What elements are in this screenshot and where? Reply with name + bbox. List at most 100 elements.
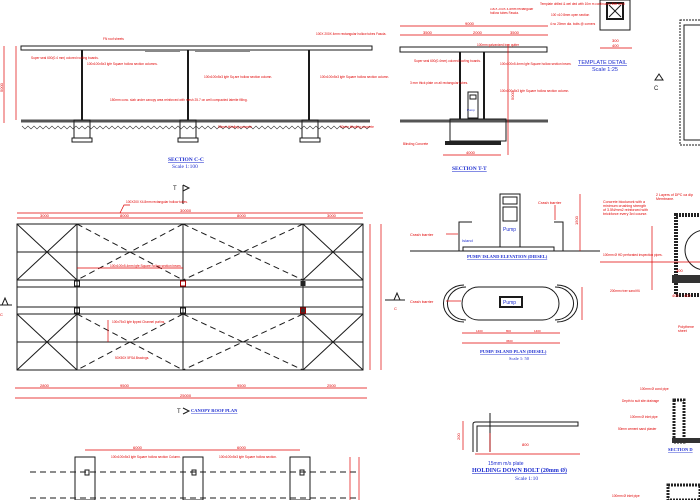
- bracing: [16, 223, 364, 371]
- pump-plan: [499, 296, 523, 308]
- note: Depth to suit site drainage: [622, 399, 659, 403]
- crash-barrier-label: Crash barrier: [538, 200, 562, 205]
- note: 200mm river sand fill.: [610, 289, 640, 293]
- dimension-label: 200: [456, 433, 461, 440]
- holding-down-bolt: 800 200 15mm m/s plate HOLDING DOWN BOLT…: [456, 413, 580, 482]
- note: 100mm Ø cond pipe: [640, 387, 669, 391]
- pump: [467, 91, 479, 119]
- note: 3 mm thick plate on all rectangular tube…: [410, 81, 468, 85]
- detail-title: HOLDING DOWN BOLT (20mm Ø): [472, 467, 567, 474]
- section-mark: C: [0, 312, 3, 317]
- plate-label: 15mm m/s plate: [488, 461, 524, 467]
- pump-elevation: [499, 193, 521, 248]
- dimension-label: 300: [676, 268, 683, 273]
- dimension-label: 9500: [237, 383, 247, 388]
- section-title: SECTION D: [668, 447, 693, 452]
- dimension-label: 400: [612, 43, 619, 48]
- section-title: SECTION T-T: [452, 166, 487, 172]
- note: 50X50X 5FSA Bracings.: [115, 356, 149, 360]
- section-c-c: 5000 FN roof sheets Super seal 600(0.4 m…: [0, 32, 389, 170]
- note: 100mm Ø HD perforated inspection pipes.: [603, 253, 663, 257]
- dimension-label: 9500: [120, 383, 130, 388]
- section-mark: C: [654, 86, 659, 92]
- note: 100x100x5x3 lgfe Square hollow section c…: [87, 62, 158, 66]
- plan-title: PUMP/ ISLAND PLAN (DIESEL): [480, 349, 547, 354]
- note: 100x75x3 lgfe lipped Channel purlins.: [112, 320, 165, 324]
- note: 100X200 X4.8mm rectangular hollow tubes.: [126, 200, 188, 204]
- column-marker: [74, 280, 80, 287]
- dimension-label: 1500: [574, 215, 579, 225]
- note: 50mm blinding concrete: [340, 125, 374, 129]
- bolt-shape: [472, 421, 579, 452]
- note: Polythene sheet: [678, 325, 694, 334]
- note: 4 no 20mm dia. bolts @ corners: [550, 22, 596, 26]
- note: 100mm Ø inlet pipe: [612, 494, 640, 498]
- footing: [301, 119, 319, 139]
- dimension-label: 300: [612, 38, 619, 43]
- note: 100X 200X 4.8mm rectangular hollow tubes…: [490, 8, 534, 15]
- bottom-section: 6000 6000 100x100x5x3 lgfe Square hollow…: [30, 445, 360, 500]
- section-d: Depth to suit site drainage 100mm Ø inle…: [612, 387, 700, 500]
- pump-label: Pump: [503, 227, 516, 233]
- note: 50mm blinding concrete: [218, 125, 252, 129]
- note: Blinding Concrete: [403, 142, 428, 146]
- dimension-label: 400: [684, 293, 691, 298]
- note: 100 x10 8mm open section: [551, 13, 590, 17]
- dimension-label: 8000: [237, 213, 247, 218]
- dimension-label: 8000: [120, 213, 130, 218]
- dimension-label: 25000: [180, 393, 192, 398]
- island-outline: [461, 286, 560, 321]
- section-mark: T: [173, 186, 177, 192]
- note: 100mm galvanized iron gutter: [477, 43, 520, 47]
- section-mark: C: [394, 306, 397, 311]
- pump-island-elevation: Pump Island Crash barrier Crash barrier …: [410, 193, 600, 259]
- dimension-label: 2500: [327, 383, 337, 388]
- note: 50mm cement sand plaster: [618, 427, 657, 431]
- detail-title: TEMPLATE DETAIL: [578, 60, 627, 66]
- dimension-label: 30000: [180, 208, 192, 213]
- note: 100X 200X 4mm rectangular hollow tubes F…: [316, 32, 386, 36]
- section-title: SECTION C-C: [168, 157, 204, 163]
- canopy-roof-plan: T 30000 3000 8000 8000 3000 100X200 X4.8…: [0, 184, 405, 415]
- plan-scale: Scale 1: 50: [509, 356, 530, 361]
- pump-island-plan: Pump Crash barrier 1400 800 1400 3600 PU…: [410, 284, 583, 361]
- section-mark: T: [177, 409, 181, 415]
- detail-scale: Scale 1:25: [592, 67, 618, 73]
- detail-scale: Scale 1:10: [515, 476, 538, 482]
- dimension-label: 6000: [237, 445, 247, 450]
- footing: [73, 119, 91, 139]
- soakaway-detail: 2 Layers of DPC ca dip Membrane. Concret…: [600, 193, 700, 334]
- dimension-label: 3000: [327, 213, 337, 218]
- note: Template drilled & wel ded with 10m m co…: [540, 2, 625, 6]
- dimension-label: 1400: [534, 329, 541, 333]
- note: FN roof sheets: [103, 37, 124, 41]
- dimension-label: 3000: [40, 213, 50, 218]
- roof-sheet: [20, 45, 373, 51]
- crash-barrier-label: Crash barrier: [410, 299, 434, 304]
- note: 100x100x5x3 lgfe Square hollow section C…: [111, 455, 181, 459]
- note: 100x100x5x3 lgfe Square hollow section c…: [500, 89, 569, 93]
- note: 100x100x5.4mm lgfe Square hollow section…: [110, 264, 182, 268]
- dimension-label: 5000: [510, 90, 515, 100]
- dimension-label: 9000: [465, 21, 475, 26]
- dimension-label: 800: [522, 442, 529, 447]
- dimension-label: 800: [506, 329, 511, 333]
- plan-title: CANOPY ROOF PLAN: [191, 408, 238, 413]
- dimension-label: 3500: [423, 30, 433, 35]
- note: 100x100x5x3 lgfe Sq are hollow section c…: [204, 75, 272, 79]
- elevation-title: PUMP/ ISLAND ELEVATION (DIESEL): [467, 254, 548, 259]
- footing: [179, 119, 197, 139]
- dimension-label: 400: [672, 293, 679, 298]
- dimension-label: 2000: [473, 30, 483, 35]
- dimension-label: 4000: [466, 150, 476, 155]
- section-t-t: 9000 3500 2000 3500 Pump 4000 5000 100X …: [399, 8, 572, 172]
- dimension-label: 1400: [476, 329, 483, 333]
- template-detail: 300 400 Template drilled & wel ded with …: [540, 0, 700, 146]
- dimension-label: 5000: [0, 82, 4, 92]
- note: 150mm conc. slab under canopy area reinf…: [110, 98, 248, 102]
- note: 100x100x5.4mm lgfe Square hollow section…: [500, 62, 572, 66]
- section-scale: Scale 1:100: [172, 164, 198, 170]
- crash-barrier-label: Crash barrier: [410, 232, 434, 237]
- dimension-label: 3500: [510, 30, 520, 35]
